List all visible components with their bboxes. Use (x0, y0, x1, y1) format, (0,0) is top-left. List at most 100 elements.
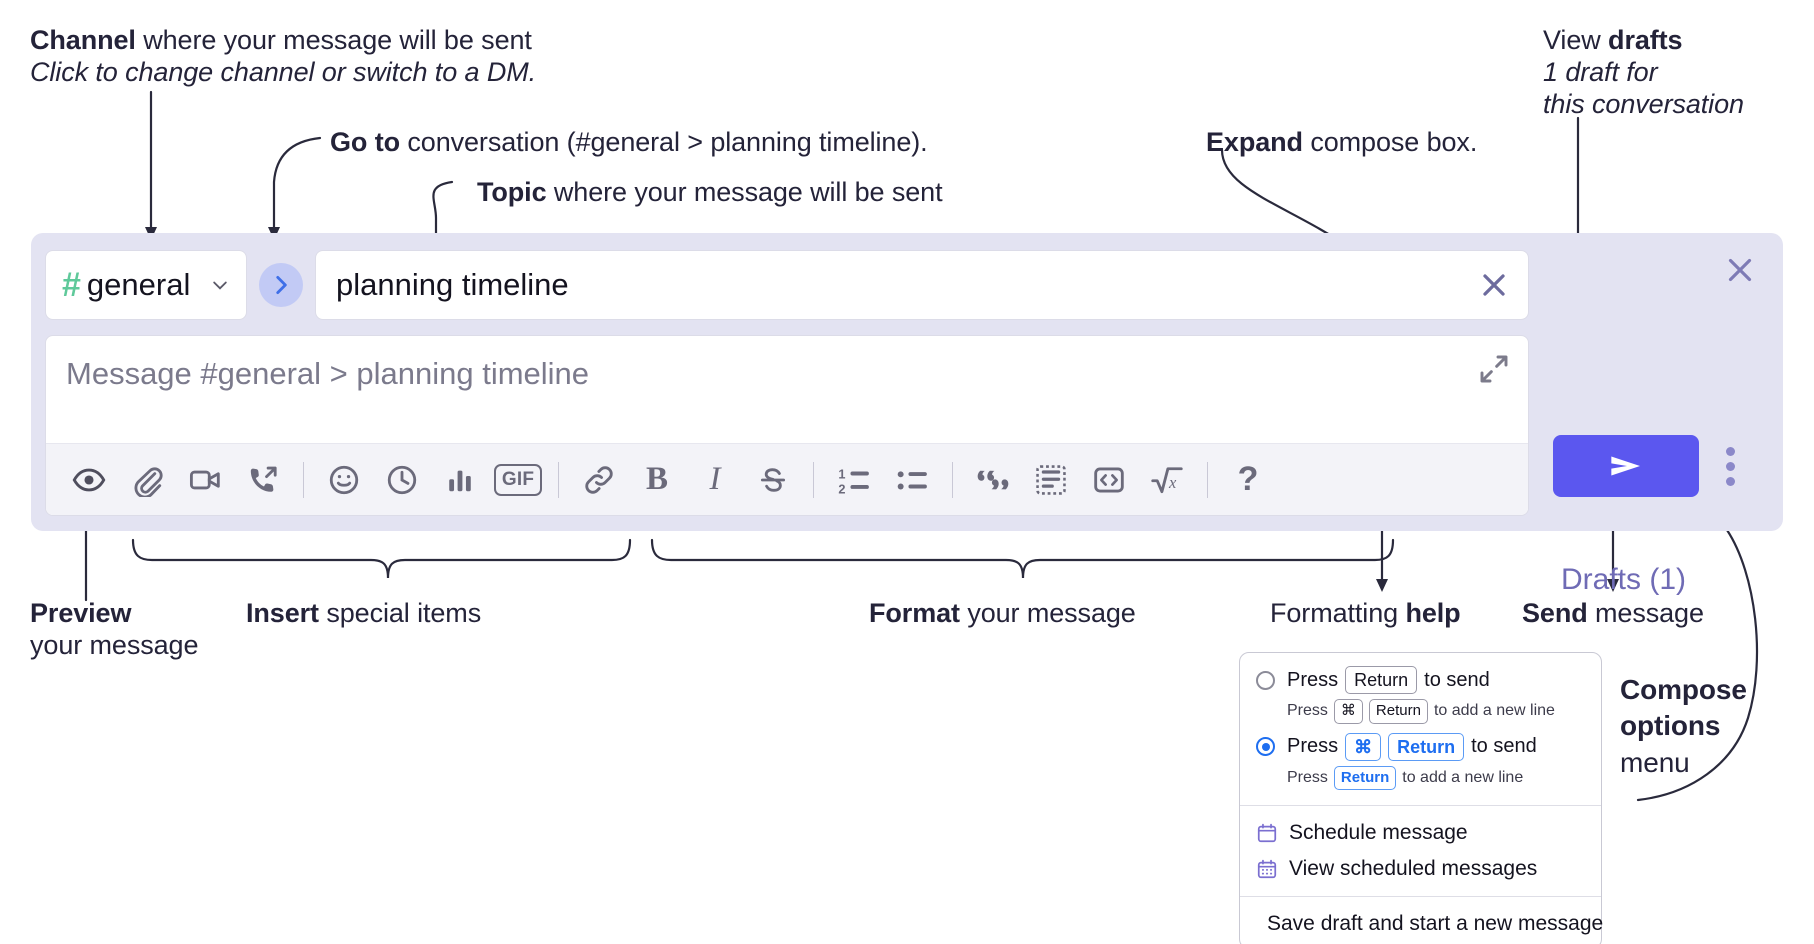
compose-options-button[interactable] (1713, 439, 1747, 493)
question-mark-icon: ? (1237, 460, 1259, 498)
emoji-button[interactable] (315, 451, 373, 509)
ellipsis-dot (1725, 476, 1735, 486)
code-button[interactable] (1080, 451, 1138, 509)
send-paper-plane-icon (1611, 456, 1640, 476)
code-block-button[interactable] (1022, 451, 1080, 509)
svg-text:2: 2 (838, 481, 845, 496)
formatting-toolbar: GIF B I (46, 443, 1528, 515)
option-return-to-send[interactable]: Press Return to send (1240, 663, 1601, 697)
compose-header-row: # general planning timeline (45, 248, 1529, 322)
preview-button[interactable] (60, 451, 118, 509)
key-command: ⌘ (1333, 699, 1363, 724)
calendar-icon (1257, 823, 1277, 843)
annotation-insert: Insert special items (246, 598, 482, 628)
ordered-list-button[interactable]: 1 2 (825, 451, 883, 509)
message-input[interactable]: Message #general > planning timeline (66, 356, 590, 391)
message-card: Message #general > planning timeline (45, 335, 1529, 516)
radio-button-selected[interactable] (1256, 737, 1275, 757)
ellipsis-dot (1725, 446, 1735, 456)
menu-divider (1240, 896, 1601, 898)
annotation-format: Format your message (869, 598, 1136, 628)
radio-button[interactable] (1256, 670, 1275, 690)
compose-options-menu: Press Return to send Press ⌘ Return to a… (1239, 652, 1604, 944)
schedule-reminder-button[interactable] (373, 451, 431, 509)
toolbar-separator (1207, 461, 1208, 498)
menu-item-label: Schedule message (1289, 821, 1468, 845)
key-command: ⌘ (1345, 732, 1382, 761)
menu-item-label: Save draft and start a new message (1267, 912, 1604, 936)
svg-text:x: x (1168, 472, 1177, 491)
eye-icon (72, 468, 106, 491)
poll-button[interactable] (431, 451, 489, 509)
goto-conversation-button[interactable] (259, 263, 303, 307)
option-label: Press Return to send (1287, 666, 1490, 695)
strikethrough-icon (760, 467, 786, 492)
paperclip-icon (134, 466, 163, 497)
math-button[interactable]: x (1138, 451, 1196, 509)
topic-value: planning timeline (336, 267, 569, 302)
smiley-face-icon (329, 465, 359, 494)
blockquote-button[interactable] (964, 451, 1022, 509)
option-label: Press ⌘ Return to send (1287, 732, 1537, 761)
toolbar-separator (558, 461, 559, 498)
annotation-compose-options: Compose options menu (1620, 674, 1747, 778)
bar-chart-icon (449, 470, 471, 491)
menu-item-schedule-message[interactable]: Schedule message (1240, 815, 1601, 851)
ellipsis-dot (1725, 461, 1735, 471)
bulleted-list-button[interactable] (883, 451, 941, 509)
code-inline-icon (1094, 467, 1124, 492)
channel-name: general (86, 267, 191, 302)
gif-icon: GIF (493, 463, 543, 496)
annotation-channel: Channel where your message will be sent … (30, 25, 537, 88)
bold-button[interactable]: B (628, 451, 686, 509)
send-button[interactable] (1553, 435, 1699, 497)
annotation-drafts: View drafts 1 draft for this conversatio… (1543, 25, 1744, 120)
annotation-goto: Go to conversation (#general > planning … (330, 127, 928, 157)
code-block-icon (1036, 464, 1066, 495)
menu-item-view-scheduled[interactable]: View scheduled messages (1240, 851, 1601, 887)
chevron-right-icon (276, 276, 287, 294)
hash-icon: # (62, 266, 81, 304)
annotation-preview: Preview your message (30, 598, 199, 661)
video-clip-button[interactable] (176, 451, 234, 509)
toolbar-separator (303, 461, 304, 498)
strikethrough-button[interactable] (744, 451, 802, 509)
drafts-link[interactable]: Drafts (1) (1561, 563, 1687, 596)
quote-icon (977, 470, 1009, 489)
option-cmd-return-to-send[interactable]: Press ⌘ Return to send (1240, 730, 1601, 764)
link-button[interactable] (570, 451, 628, 509)
bold-icon: B (645, 461, 668, 497)
key-return: Return (1388, 732, 1465, 761)
ordered-list-icon: 1 2 (838, 466, 869, 496)
audio-clip-button[interactable] (234, 451, 292, 509)
attach-file-button[interactable] (118, 451, 176, 509)
annotation-send: Send message (1522, 598, 1704, 628)
bulleted-list-icon (897, 470, 927, 489)
option-cmd-return-sub: Press Return to add a new line (1240, 764, 1601, 796)
phone-forward-icon (250, 466, 277, 492)
annotation-expand: Expand compose box. (1206, 127, 1478, 157)
expand-compose-icon[interactable] (1478, 353, 1510, 385)
menu-item-save-draft[interactable]: Save draft and start a new message (1240, 906, 1604, 942)
link-icon (585, 465, 613, 494)
channel-selector[interactable]: # general (45, 250, 247, 320)
menu-item-label: View scheduled messages (1289, 857, 1538, 881)
square-root-icon: x (1151, 466, 1183, 493)
chevron-down-icon (213, 281, 227, 290)
annotation-formatting-help: Formatting help (1270, 598, 1461, 628)
panel-close-icon[interactable] (1721, 251, 1759, 289)
italic-icon: I (709, 461, 721, 497)
key-return: Return (1368, 699, 1428, 724)
toolbar-separator (813, 461, 814, 498)
svg-text:1: 1 (838, 466, 845, 481)
formatting-help-button[interactable]: ? (1219, 451, 1277, 509)
menu-divider (1240, 805, 1601, 807)
gif-button[interactable]: GIF (489, 451, 547, 509)
video-camera-icon (189, 470, 220, 489)
italic-button[interactable]: I (686, 451, 744, 509)
annotation-topic: Topic where your message will be sent (477, 177, 943, 207)
key-return: Return (1333, 765, 1397, 791)
clock-icon (387, 465, 417, 494)
topic-clear-icon[interactable] (1476, 267, 1512, 303)
topic-field[interactable]: planning timeline (315, 250, 1529, 320)
